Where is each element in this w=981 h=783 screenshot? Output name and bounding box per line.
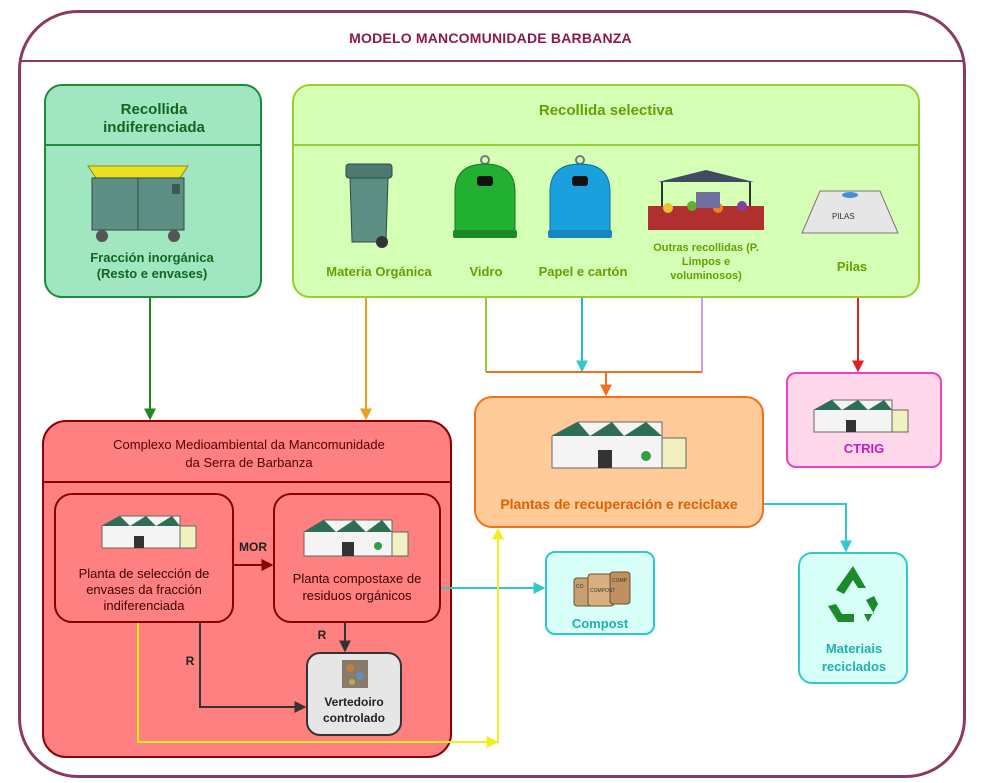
complexo-divider [44, 481, 450, 483]
compost-bag-text-3: COMP [612, 578, 628, 584]
pilas-sign-text: PILAS [832, 212, 855, 221]
outer-frame [18, 10, 966, 778]
ctrig-box [786, 372, 942, 468]
landfill-icon [342, 660, 368, 688]
selectiva-box [292, 84, 920, 298]
page-title: MODELO MANCOMUNIDADE BARBANZA [349, 30, 632, 46]
compost-bag-text-1: CO [576, 584, 584, 590]
materiais-label: Materiais reciclados [821, 641, 887, 674]
factory-icon-compostaxe [303, 519, 409, 557]
papel-igloo-icon [548, 155, 612, 238]
organic-bin-icon [345, 163, 393, 248]
indiferenciada-divider [46, 144, 260, 146]
compost-bag-text-2: COMPOST [590, 588, 615, 594]
factory-icon-ctrig [813, 399, 909, 433]
factory-icon-recuperacion [551, 421, 687, 469]
r-label-compostaxe: R [317, 628, 327, 642]
planta-compostaxe-box [273, 493, 441, 623]
market-stall-icon [648, 170, 764, 230]
selectiva-divider [294, 144, 918, 146]
title-divider [20, 60, 964, 62]
planta-seleccion-box [54, 493, 234, 623]
item-papel-carton: Papel e cartón [538, 264, 628, 279]
pilas-container-icon: PILAS [801, 190, 899, 234]
container-bin-icon [87, 165, 189, 242]
vidro-igloo-icon [453, 155, 517, 238]
recycle-icon [828, 566, 878, 622]
compost-bags-icon: CO COMPOST COMP [573, 571, 631, 607]
factory-icon-seleccion [101, 515, 197, 549]
r-label-seleccion: R [185, 654, 195, 668]
indiferenciada-label: Fracción inorgánica (Resto e envases) [90, 250, 214, 281]
selectiva-header: Recollida selectiva [538, 102, 674, 119]
item-vidro: Vidro [469, 264, 503, 279]
plantas-recuperacion-label: Plantas de recuperación e reciclaxe [500, 496, 738, 512]
vertedoiro-label: Vertedoiro controlado [323, 695, 385, 725]
compost-label: Compost [571, 616, 629, 631]
item-materia-organica: Materia Orgánica [326, 264, 432, 279]
indiferenciada-header: Recollida indiferenciada [103, 101, 205, 136]
mor-label: MOR [239, 540, 267, 554]
planta-seleccion-label: Planta de selección de envases da fracci… [78, 566, 210, 613]
item-outras-recollidas: Outras recollidas (P. Limpos e voluminos… [653, 242, 759, 282]
ctrig-label: CTRIG [843, 441, 885, 456]
item-pilas: Pilas [836, 259, 868, 274]
planta-compostaxe-label: Planta compostaxe de residuos orgánicos [292, 571, 422, 603]
complexo-title: Complexo Medioambiental da Mancomunidade… [113, 437, 385, 470]
